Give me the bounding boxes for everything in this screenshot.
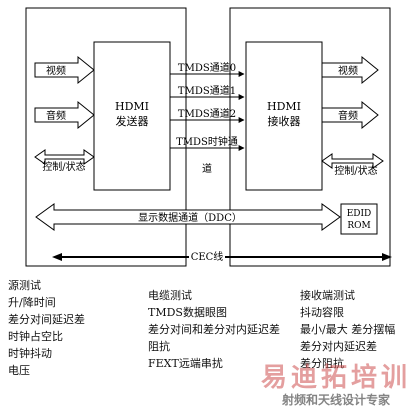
hdmi-block-diagram: 视频 音频 控制/状态 HDMI 发送器 HDMI 接收器 TMDS通道0 TM… <box>25 7 392 267</box>
watermark: 易迪拓培训 射频和天线设计专家 <box>258 364 414 408</box>
transmitter-panel <box>25 7 187 267</box>
tmds-clock-label-1: TMDS时钟通 <box>176 135 238 148</box>
rx-audio-label: 音频 <box>338 109 358 122</box>
sink-tests-list: 接收端测试 抖动容限 最小/最大 差分摆幅 差分对内延迟差 差分阻抗 <box>300 287 395 372</box>
cec-label: CEC线 <box>191 250 224 263</box>
tx-control-label: 控制/状态 <box>42 160 85 173</box>
sink-tests-heading: 接收端测试 <box>300 289 355 302</box>
receiver-title: HDMI <box>267 100 301 113</box>
tx-audio-arrow <box>34 100 95 130</box>
cec-right-arrowhead <box>382 253 392 261</box>
cable-test-item: 差分对间和差分对内延迟差 <box>148 323 280 336</box>
tmds-channel-1-label: TMDS通道1 <box>178 84 236 97</box>
tmds-clock-label-2: 道 <box>202 162 212 175</box>
tmds-channel-2-label: TMDS通道2 <box>178 107 236 120</box>
cable-tests-list: 电缆测试 TMDS数据眼图 差分对间和差分对内延迟差 阻抗 FEXT远端串扰 <box>148 287 280 372</box>
source-test-item: 时钟占空比 <box>8 330 63 343</box>
receiver-panel <box>229 7 391 267</box>
source-test-item: 时钟抖动 <box>8 347 52 360</box>
transmitter-title: HDMI <box>115 100 149 113</box>
hdmi-transmitter-block <box>93 41 171 191</box>
source-test-item: 升/降时间 <box>8 296 56 309</box>
watermark-tagline: 射频和天线设计专家 <box>281 393 390 407</box>
edid-rom-block <box>340 203 378 235</box>
hdmi-receiver-block <box>245 41 323 191</box>
ddc-channel-arrow <box>35 203 341 231</box>
cec-left-arrowhead <box>52 253 62 261</box>
source-tests-heading: 源测试 <box>8 279 41 292</box>
rx-audio-arrow <box>321 100 379 130</box>
sink-test-item: 最小/最大 差分摆幅 <box>300 323 396 336</box>
receiver-subtitle: 接收器 <box>268 114 301 128</box>
rx-video-arrow <box>321 55 379 85</box>
tx-video-label: 视频 <box>46 64 66 77</box>
tx-video-arrow <box>34 55 95 85</box>
cable-test-item: TMDS数据眼图 <box>148 306 227 319</box>
source-test-item: 差分对间延迟差 <box>8 313 85 326</box>
watermark-brand: 易迪拓培训 <box>260 363 411 393</box>
tx-audio-label: 音频 <box>46 109 66 122</box>
cable-test-item: 阻抗 <box>148 340 170 353</box>
source-tests-list: 源测试 升/降时间 差分对间延迟差 时钟占空比 时钟抖动 电压 <box>8 277 85 379</box>
sink-test-item: 差分阻抗 <box>300 357 344 370</box>
transmitter-subtitle: 发送器 <box>116 114 149 128</box>
rom-label: ROM <box>347 221 370 231</box>
source-test-item: 电压 <box>8 364 30 377</box>
rx-control-label: 控制/状态 <box>334 164 377 177</box>
rx-control-arrow <box>321 153 384 169</box>
edid-label: EDID <box>347 209 372 219</box>
sink-test-item: 抖动容限 <box>300 306 344 319</box>
ddc-label: 显示数据通道（DDC） <box>138 211 242 224</box>
cable-test-item: FEXT远端串扰 <box>148 357 223 370</box>
cec-label-bg <box>189 250 225 263</box>
sink-test-item: 差分对内延迟差 <box>300 340 377 353</box>
rx-video-label: 视频 <box>338 64 358 77</box>
tmds-channel-0-label: TMDS通道0 <box>178 61 236 74</box>
cable-tests-heading: 电缆测试 <box>148 289 192 302</box>
